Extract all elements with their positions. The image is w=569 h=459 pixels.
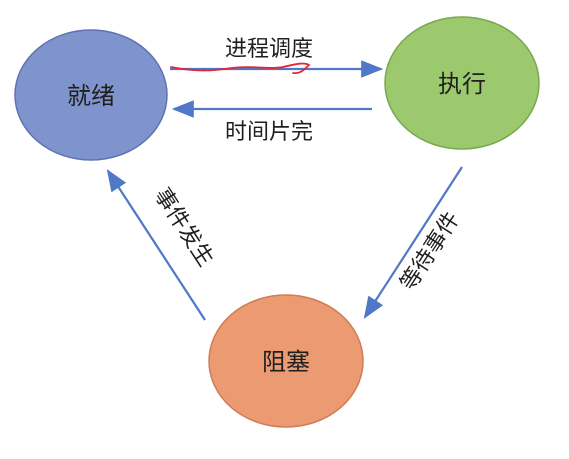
running-node	[384, 16, 540, 150]
time-slice-label: 时间片完	[225, 120, 313, 145]
blocked-node	[208, 294, 364, 428]
event-occurs-label: 事件发生	[149, 184, 218, 271]
ready-node	[14, 29, 168, 161]
ready-label: 就绪	[67, 82, 115, 110]
blocked-label: 阻塞	[262, 348, 310, 376]
running-label: 执行	[438, 70, 486, 98]
wait-event-arrow	[363, 166, 463, 319]
schedule-label: 进程调度	[225, 37, 313, 62]
event-occurs-arrow	[106, 169, 206, 321]
handwritten-underline	[170, 62, 311, 75]
